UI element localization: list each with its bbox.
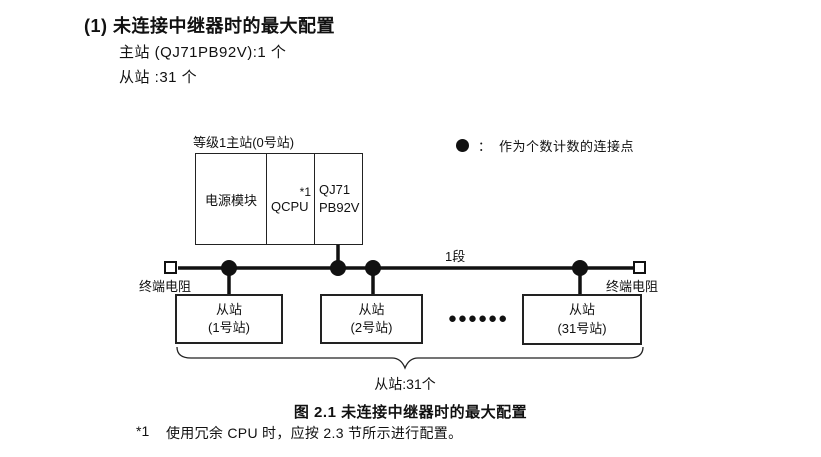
more-slaves-ellipsis: ●●●●●● — [447, 310, 509, 327]
terminating-resistor-right-icon — [633, 261, 646, 274]
footnote-text: 使用冗余 CPU 时，应按 2.3 节所示进行配置。 — [166, 425, 463, 441]
terminating-resistor-right-label: 终端电阻 — [606, 279, 659, 294]
terminating-resistor-left-label: 终端电阻 — [139, 279, 192, 294]
pb92v-label-line2: PB92V — [319, 200, 360, 215]
legend: ： 作为个数计数的连接点 — [456, 136, 634, 155]
slave-station-31-box: 从站 (31号站) — [522, 294, 642, 345]
connection-point-dot — [572, 260, 588, 276]
connection-point-dot — [365, 260, 381, 276]
power-module-cell: 电源模块 — [204, 192, 257, 208]
connection-point-dot — [221, 260, 237, 276]
pb92v-label-line1: QJ71 — [319, 182, 351, 198]
slave-count-line: 从站 :31 个 — [119, 69, 198, 86]
segment-label: 1段 — [445, 249, 466, 264]
slave-station-2-box: 从站 (2号站) — [320, 294, 423, 344]
slave-station-2-label: 从站 — [358, 301, 385, 317]
pb92v-cell: QJ71 PB92V — [314, 154, 362, 244]
legend-separator: ： — [478, 139, 492, 154]
slave-station-1-label: 从站 — [215, 301, 242, 317]
slave-station-31-label: 从站 — [568, 302, 595, 318]
slave-station-1-number: (1号站) — [208, 320, 250, 335]
master-count-line: 主站 (QJ71PB92V):1 个 — [119, 44, 287, 61]
section-heading: (1) 未连接中继器时的最大配置 — [84, 16, 335, 36]
master-station-label: 等级1主站(0号站) — [193, 135, 295, 150]
terminating-resistor-left-icon — [164, 261, 177, 274]
footnote-marker: *1 — [136, 423, 150, 439]
qcpu-footnote-marker: *1 — [299, 184, 311, 199]
master-station-box: 电源模块 *1 QCPU QJ71 PB92V — [195, 153, 363, 245]
slave-count-brace — [176, 346, 644, 370]
slave-total-label: 从站:31个 — [374, 376, 436, 392]
slave-station-1-box: 从站 (1号站) — [175, 294, 283, 344]
qcpu-label: QCPU — [271, 198, 309, 214]
qcpu-cell: *1 QCPU — [266, 154, 314, 244]
legend-text: 作为个数计数的连接点 — [499, 139, 635, 154]
slave-station-31-number: (31号站) — [557, 320, 607, 336]
connection-point-legend-icon — [456, 139, 469, 152]
connection-point-dot — [330, 260, 346, 276]
figure-caption: 图 2.1 未连接中继器时的最大配置 — [293, 404, 528, 421]
slave-station-2-number: (2号站) — [350, 320, 393, 335]
